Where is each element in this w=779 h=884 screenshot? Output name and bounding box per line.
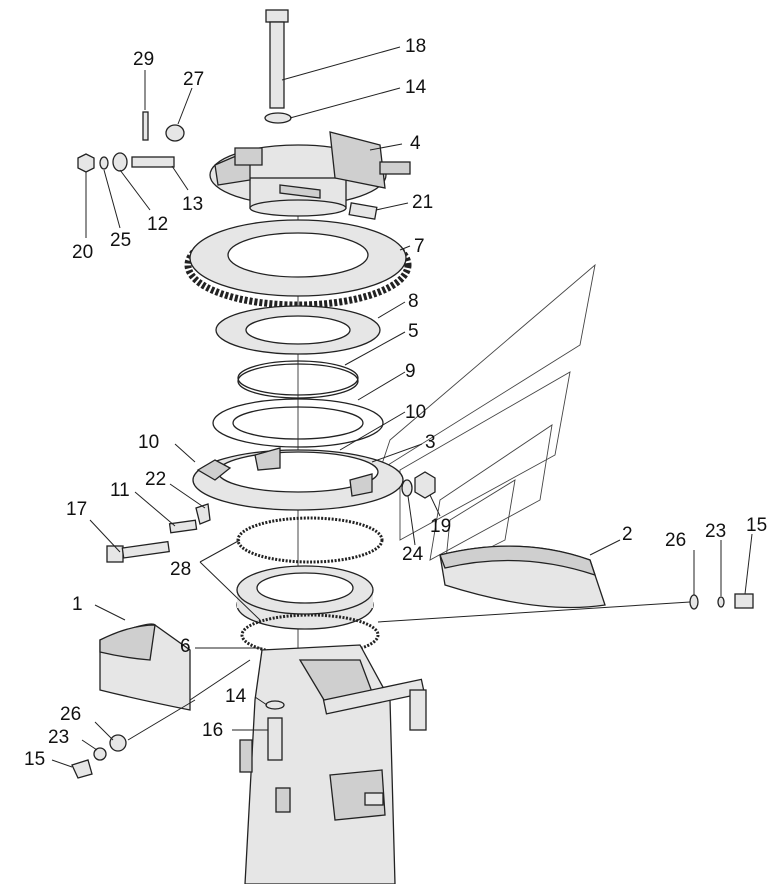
flat-ring-part-8	[215, 305, 381, 355]
pin-part-11	[168, 519, 198, 534]
callout-15-right: 15	[746, 515, 767, 536]
callout-25: 25	[110, 230, 131, 251]
fitting-part-22	[195, 503, 211, 525]
leader-lines	[51, 46, 753, 768]
washer-part-14-lower	[265, 700, 285, 710]
callout-5: 5	[408, 321, 419, 342]
callout-26-left: 26	[60, 704, 81, 725]
callout-24: 24	[402, 544, 424, 565]
callout-10-left: 10	[138, 432, 159, 453]
thin-ring-part-5	[237, 360, 359, 399]
callout-17: 17	[66, 499, 87, 520]
callout-12: 12	[147, 214, 168, 235]
callout-22: 22	[145, 469, 166, 490]
callout-28: 28	[170, 559, 191, 580]
callout-19: 19	[430, 516, 451, 537]
bolt-part-29	[142, 111, 149, 141]
washer-part-23-left	[93, 747, 107, 761]
washer-part-27	[165, 124, 185, 142]
washer-part-26-right	[689, 594, 699, 610]
base-bearing-part-6	[236, 565, 374, 630]
callout-13: 13	[182, 194, 203, 215]
pin-assembly-20-25-12-13	[77, 152, 175, 173]
callout-10-right: 10	[405, 402, 426, 423]
callout-2: 2	[622, 524, 633, 545]
cover-part-1	[99, 623, 191, 711]
bolt-part-17	[106, 540, 170, 563]
washer-part-24	[401, 479, 413, 497]
pin-part-21	[348, 202, 378, 220]
callout-15-left: 15	[24, 749, 45, 770]
mast-column	[239, 644, 427, 884]
callout-14-lower: 14	[225, 686, 247, 707]
washer-part-26-left	[109, 734, 127, 752]
callout-27: 27	[183, 69, 204, 90]
callout-29: 29	[133, 49, 154, 70]
gear-ring-part-7	[184, 219, 412, 309]
callout-7: 7	[414, 236, 425, 257]
bearing-housing-part-3	[192, 447, 404, 511]
top-housing-part-4	[209, 131, 411, 217]
callout-4: 4	[410, 133, 421, 154]
callout-18: 18	[405, 36, 426, 57]
pin-part-16	[267, 717, 283, 761]
callout-23-right: 23	[705, 521, 726, 542]
callout-11: 11	[110, 480, 130, 501]
callout-3: 3	[425, 432, 436, 453]
washer-part-23-right	[717, 596, 725, 608]
cover-part-2	[439, 545, 606, 609]
callout-26-right: 26	[665, 530, 686, 551]
callout-1: 1	[72, 594, 83, 615]
bolt-part-15-left	[71, 759, 93, 779]
callout-6: 6	[180, 636, 191, 657]
gasket-part-9	[212, 398, 384, 448]
callout-20: 20	[72, 242, 93, 263]
callout-21: 21	[412, 192, 433, 213]
chain-ring-part-28-upper	[236, 516, 384, 564]
callout-labels: 18 14 4 29 27 21 13 12 20 25 7 8 5 9 10 …	[24, 36, 767, 770]
callout-9: 9	[405, 361, 416, 382]
callout-14-top: 14	[405, 77, 427, 98]
bolt-part-15-right	[734, 593, 754, 609]
nut-part-19	[414, 471, 436, 499]
callout-8: 8	[408, 291, 419, 312]
callout-23-left: 23	[48, 727, 69, 748]
callout-16: 16	[202, 720, 223, 741]
washer-part-14-top	[264, 112, 292, 124]
bolt-part-18	[265, 9, 289, 109]
